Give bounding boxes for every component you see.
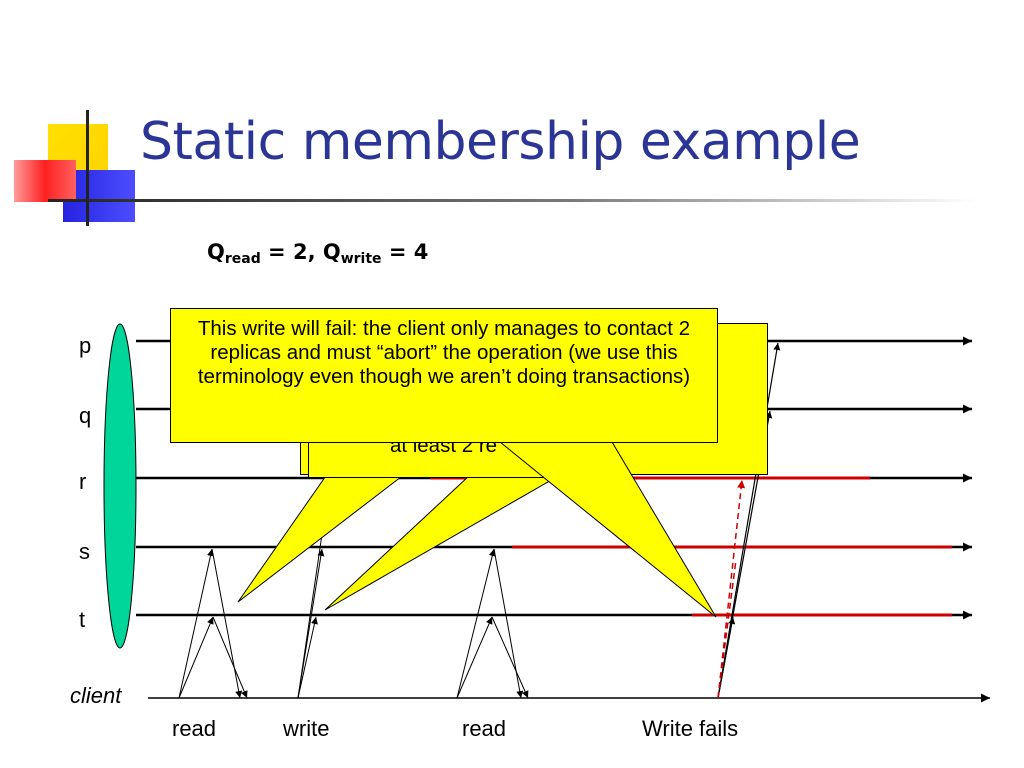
- title-rule: [48, 199, 978, 202]
- failed-write-request-s-dashed: [717, 559, 737, 699]
- op-label-write-fails: Write fails: [642, 716, 739, 741]
- read2-request-t: [456, 616, 493, 699]
- read2-reply-t: [491, 616, 529, 699]
- decoration-vertical-bar: [86, 110, 89, 226]
- write-request-s: [297, 548, 325, 699]
- write-request-t: [297, 616, 318, 699]
- read1-request-s: [178, 548, 214, 699]
- quorum-read-symbol: Q: [207, 240, 225, 264]
- op-label-read-1: read: [172, 716, 217, 741]
- op-label-write: write: [283, 716, 330, 741]
- quorum-read-sub: read: [224, 251, 261, 267]
- read2-request-s: [456, 548, 496, 699]
- read1-reply-t: [212, 616, 248, 699]
- replica-label-r: r: [79, 469, 87, 494]
- quorum-formula: Qread = 2, Qwrite = 4: [207, 240, 428, 267]
- callout-tail-failed-write: [498, 441, 717, 618]
- failed-write-request-r-dashed: [717, 479, 746, 699]
- quorum-write-symbol: Q: [322, 240, 341, 264]
- read1-request-t: [178, 616, 214, 699]
- read1-reply-s: [211, 548, 243, 699]
- client-label: client: [70, 683, 122, 708]
- op-label-read-2: read: [462, 716, 507, 741]
- quorum-write-value: = 4: [381, 240, 429, 264]
- failed-write-request-p: [717, 342, 781, 699]
- callout-write-fail: This write will fail: the client only ma…: [170, 308, 718, 443]
- replica-label-q: q: [79, 403, 92, 428]
- red-square: [14, 160, 76, 202]
- slide-title: Static membership example: [140, 112, 861, 172]
- quorum-write-sub: write: [340, 251, 382, 267]
- replica-label-p: p: [79, 333, 92, 358]
- replica-label-s: s: [79, 539, 90, 564]
- quorum-read-value: = 2,: [260, 240, 323, 264]
- callout-write-fail-text: This write will fail: the client only ma…: [197, 317, 691, 388]
- replica-label-t: t: [79, 607, 86, 632]
- membership-ellipse: [103, 323, 137, 649]
